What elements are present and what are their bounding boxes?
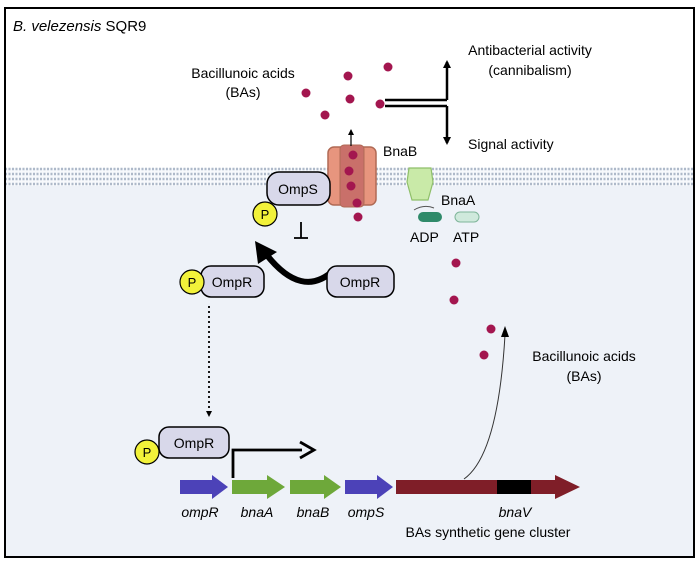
adp-pill: [418, 212, 442, 222]
phosphate-ompr-dna-label: P: [143, 445, 152, 460]
gene-cluster-arrow: [396, 475, 580, 499]
ompr-free-box: [326, 265, 395, 298]
cannibalism-label: (cannibalism): [488, 62, 571, 78]
ba-molecule: [343, 71, 353, 81]
gene-bnaB-arrow: [290, 475, 341, 499]
ba-molecule: [320, 110, 330, 120]
ompr-phospho-label: OmpR: [212, 274, 252, 290]
activity-fork-connector: [385, 60, 451, 145]
ba-molecules: [301, 62, 496, 360]
phosphate-omps: [252, 201, 278, 227]
ba-secretion-arrowhead: [501, 326, 509, 337]
ba-molecule: [353, 212, 363, 222]
ompr-dna-box: [158, 426, 230, 459]
gene-bnaA-label: bnaA: [241, 504, 274, 520]
gene-bnaV-label: bnaV: [499, 504, 533, 520]
ompr-free-label: OmpR: [340, 274, 380, 290]
promoter-arrow: [231, 448, 302, 478]
ba-molecule: [375, 99, 385, 109]
ba-molecule: [449, 295, 459, 305]
omps-box: [266, 171, 331, 206]
omps-label: OmpS: [278, 181, 318, 197]
cytoplasm-region: [5, 183, 694, 557]
gene-ompR-label: ompR: [181, 504, 218, 520]
ba-molecule: [486, 324, 496, 334]
phosphate-ompr: [179, 269, 205, 295]
atp-label: ATP: [453, 229, 479, 245]
ba-molecule: [479, 350, 489, 360]
ba-molecule: [346, 181, 356, 191]
gene-bnaB-label: bnaB: [297, 504, 330, 520]
figure-frame: [4, 7, 695, 558]
bnaa-transporter: [406, 167, 434, 201]
ba-molecule: [352, 198, 362, 208]
ba-label-right-abbr: (BAs): [567, 368, 602, 384]
ba-label-right: Bacillunoic acids: [532, 348, 636, 364]
gene-bnaA-arrow: [232, 475, 285, 499]
ba-molecule: [301, 88, 311, 98]
ba-label-top: Bacillunoic acids: [191, 65, 295, 81]
atp-pill: [454, 211, 480, 223]
ompr-dna-label: OmpR: [174, 435, 214, 451]
cluster-label: BAs synthetic gene cluster: [406, 524, 571, 540]
promoter-arrowhead: [299, 440, 317, 460]
bnab-transporter: [327, 144, 377, 208]
ba-molecule: [344, 166, 354, 176]
ba-molecule: [383, 62, 393, 72]
phosphate-ompr-label: P: [188, 275, 197, 290]
phosphate-ompr-dna: [134, 439, 160, 465]
phosphotransfer-arrowhead: [255, 241, 277, 264]
antibacterial-label: Antibacterial activity: [468, 42, 592, 58]
gene-ompS-arrow: [345, 475, 393, 499]
phosphate-omps-label: P: [261, 207, 270, 222]
bnaV-mark: [497, 480, 531, 494]
atp-hydrolysis-arrow: [413, 205, 435, 211]
ba-secretion-curve: [463, 334, 506, 480]
bnaa-label: BnaA: [441, 192, 476, 208]
adp-label: ADP: [410, 229, 439, 245]
gene-ompS-label: ompS: [348, 504, 385, 520]
ba-molecule: [345, 94, 355, 104]
figure-title: B. velezensis SQR9: [13, 18, 146, 35]
signal-activity-label: Signal activity: [468, 136, 554, 152]
bnab-label: BnaB: [383, 143, 417, 159]
regulation-symbol: [294, 222, 308, 239]
ba-label-top-abbr: (BAs): [226, 84, 261, 100]
gene-ompR-arrow: [180, 475, 228, 499]
ba-molecule: [451, 258, 461, 268]
ba-molecule: [348, 150, 358, 160]
